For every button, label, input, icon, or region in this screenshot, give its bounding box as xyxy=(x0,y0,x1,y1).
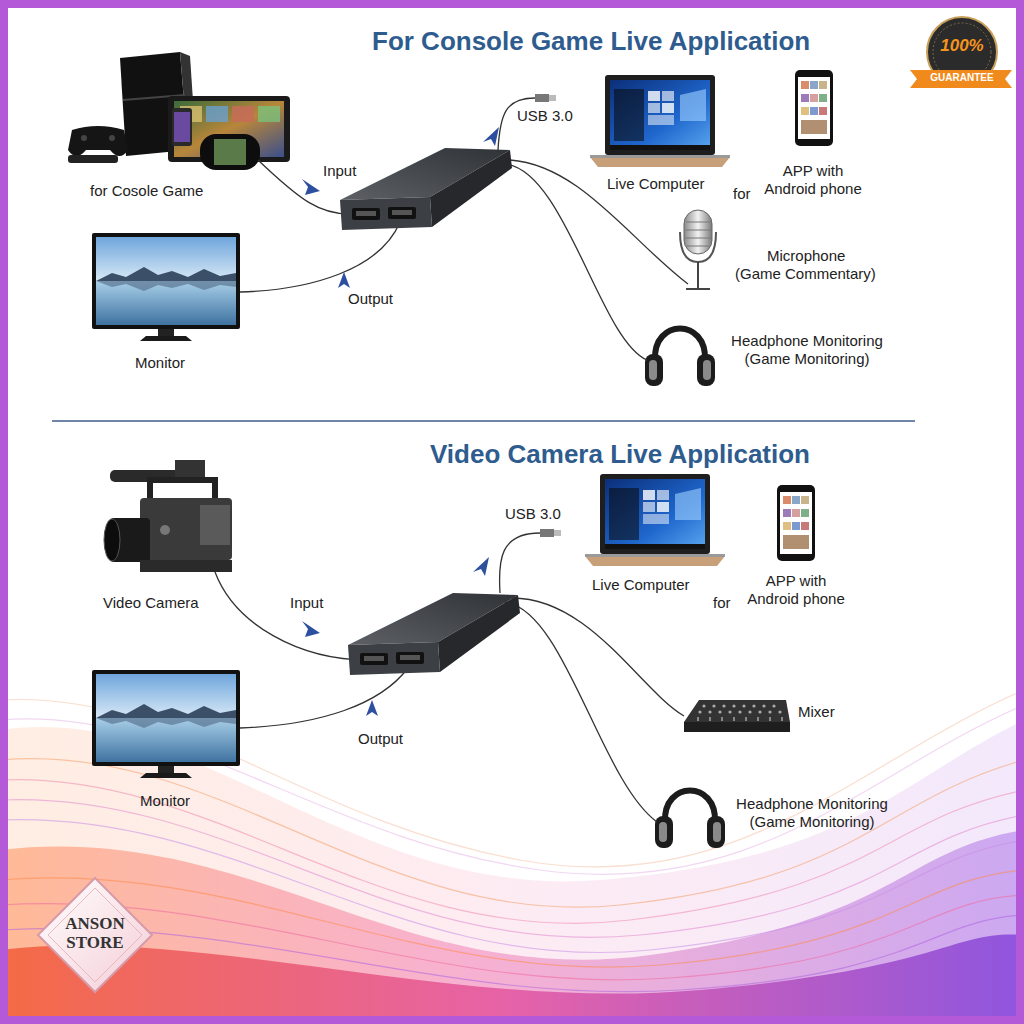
section-heading: For Console Game Live Application xyxy=(372,26,810,57)
device-caption: APP with Android phone xyxy=(742,572,850,608)
connector-word: for xyxy=(713,594,731,612)
port-label: Input xyxy=(323,162,356,180)
capture-card xyxy=(348,593,520,675)
port-label: USB 3.0 xyxy=(517,107,573,125)
video-camera-picture xyxy=(104,460,232,572)
mixer-picture xyxy=(684,700,790,732)
device-caption: Headphone Monitoring (Game Monitoring) xyxy=(722,332,892,368)
console-group xyxy=(68,52,290,170)
microphone-picture xyxy=(680,210,716,289)
section-heading: Video Camera Live Application xyxy=(430,439,810,470)
cables xyxy=(240,98,688,360)
laptop-picture xyxy=(585,474,725,566)
phone-picture xyxy=(777,485,815,561)
device-caption: for Cosole Game xyxy=(90,182,203,200)
device-caption: Monitor xyxy=(135,354,185,372)
port-label: Input xyxy=(290,594,323,612)
headphones-picture xyxy=(655,791,725,849)
badge-percent: 100% xyxy=(930,36,994,56)
divider-line xyxy=(52,420,915,422)
laptop-picture xyxy=(590,75,730,167)
device-caption: Live Computer xyxy=(592,576,690,594)
usb-plug xyxy=(540,529,561,537)
monitor-picture xyxy=(92,233,240,341)
device-caption: APP with Android phone xyxy=(759,162,867,198)
badge-ribbon-text: GUARANTEE xyxy=(912,72,1012,84)
frame xyxy=(4,4,1020,1020)
device-caption: Mixer xyxy=(798,703,835,721)
device-caption: Live Computer xyxy=(607,175,705,193)
capture-card xyxy=(340,148,512,230)
phone-picture xyxy=(795,70,833,146)
usb-plug xyxy=(535,94,556,102)
direction-arrows xyxy=(302,557,489,716)
connector-word: for xyxy=(733,185,751,203)
store-logo xyxy=(38,878,152,992)
guarantee-badge xyxy=(910,17,1012,88)
headphones-picture xyxy=(645,329,715,387)
direction-arrows xyxy=(302,127,499,288)
port-label: Output xyxy=(348,290,393,308)
device-caption: Monitor xyxy=(140,792,190,810)
port-label: Output xyxy=(358,730,403,748)
device-caption: Microphone (Game Commentary) xyxy=(735,247,885,283)
device-caption: Video Camera xyxy=(103,594,199,612)
store-logo-text: ANSON STORE xyxy=(55,915,135,952)
monitor-picture xyxy=(92,670,240,778)
device-caption: Headphone Monitoring (Game Monitoring) xyxy=(727,795,897,831)
port-label: USB 3.0 xyxy=(505,505,561,523)
